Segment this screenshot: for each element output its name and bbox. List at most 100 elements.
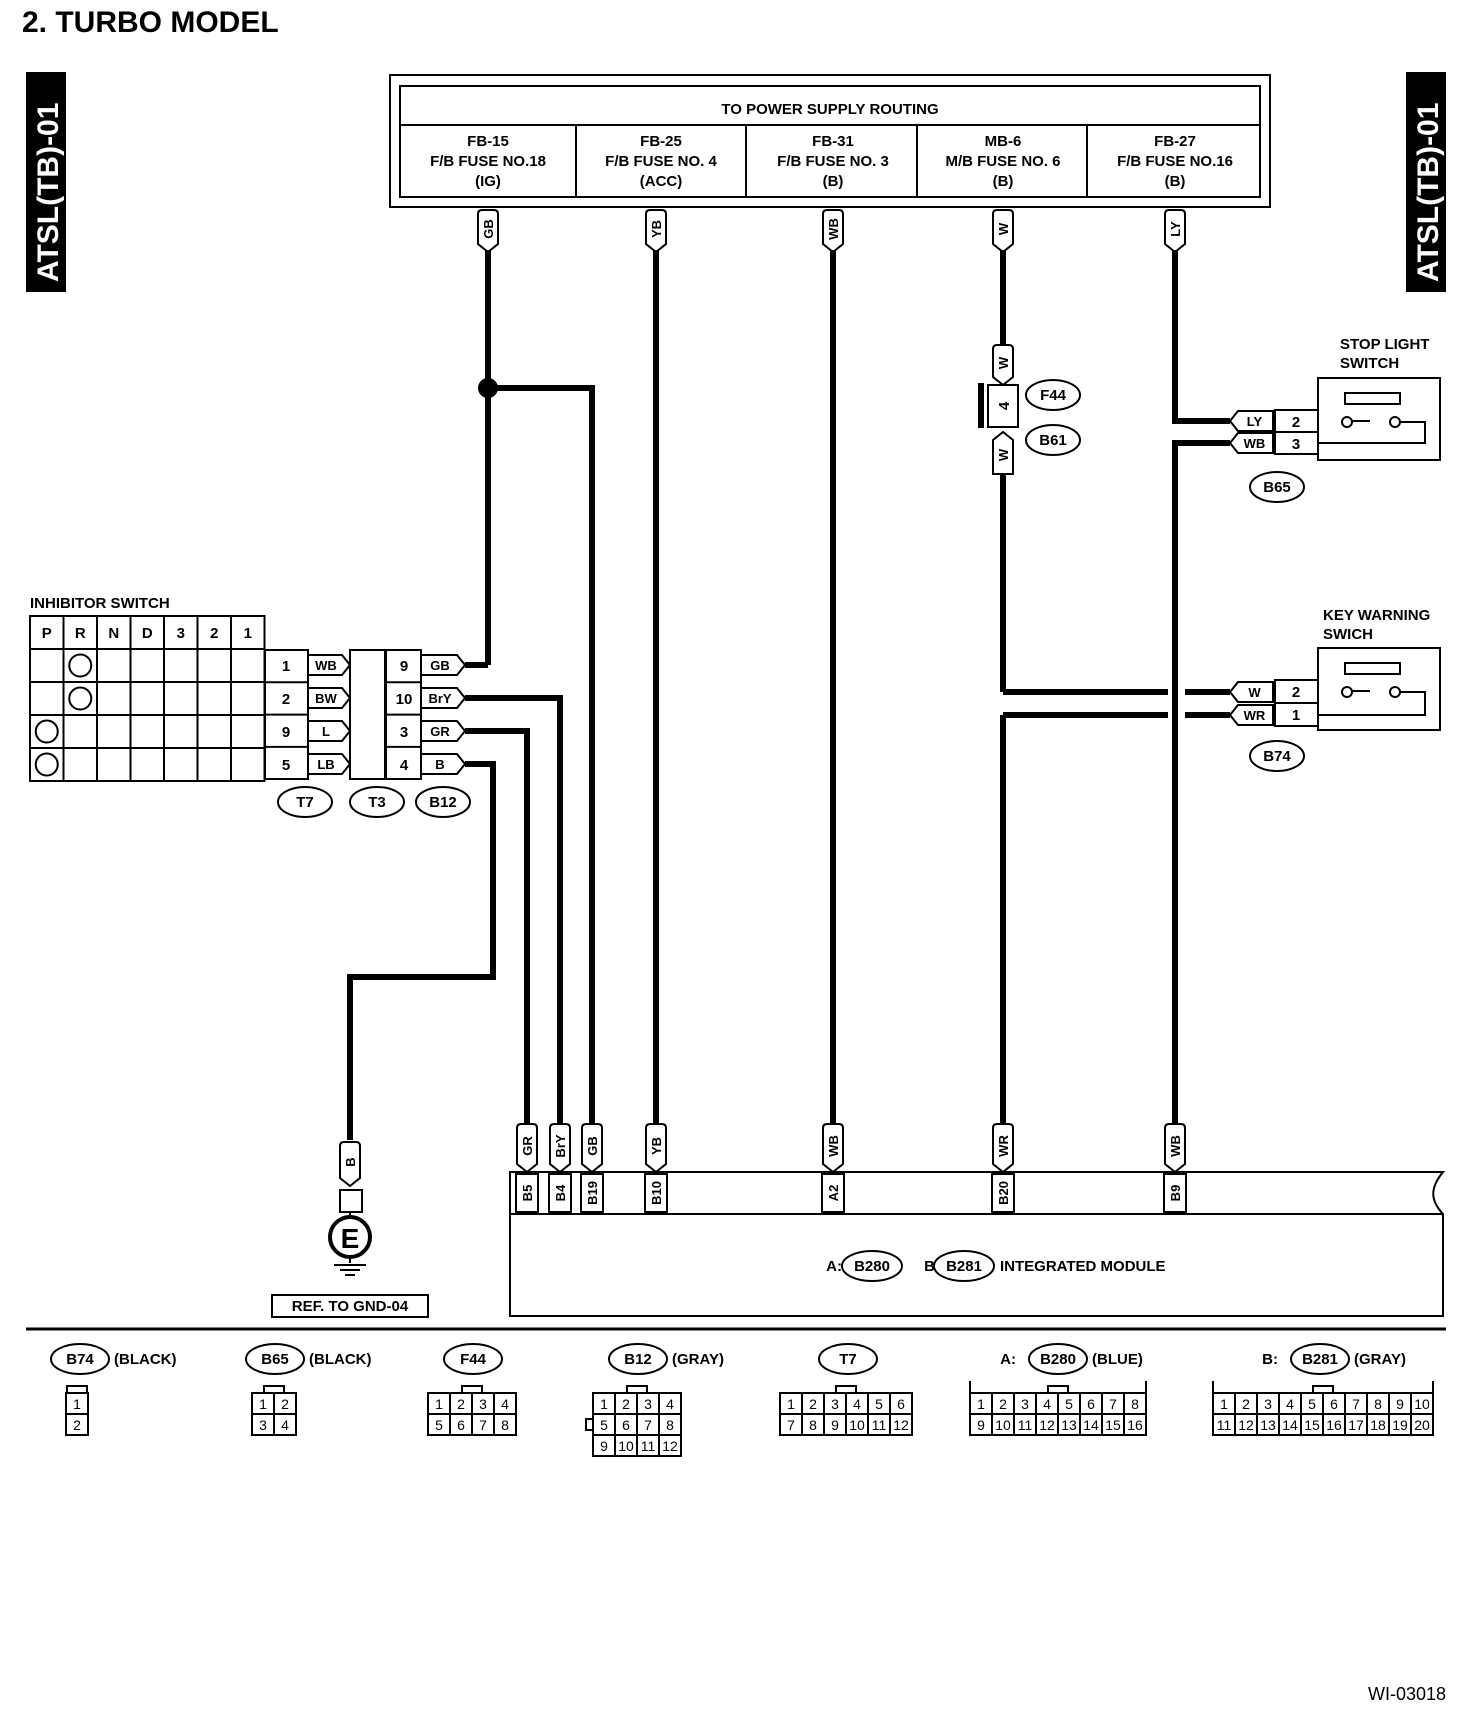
fuse-3: FB-31F/B FUSE NO. 3(B) xyxy=(777,133,889,190)
svg-text:5: 5 xyxy=(1065,1396,1073,1412)
svg-text:FB-15: FB-15 xyxy=(467,133,509,150)
svg-text:LB: LB xyxy=(317,757,334,772)
inhibitor-wire-tag-gr: GR xyxy=(420,720,467,742)
svg-text:1: 1 xyxy=(977,1396,985,1412)
inline-wire-tag-bottom: W xyxy=(992,430,1014,475)
svg-text:8: 8 xyxy=(809,1417,817,1433)
svg-text:(BLACK): (BLACK) xyxy=(309,1351,371,1368)
svg-text:1: 1 xyxy=(435,1396,443,1412)
svg-text:11: 11 xyxy=(1018,1417,1033,1433)
integrated-module: A: B: INTEGRATED MODULE xyxy=(509,1171,1446,1317)
svg-text:4: 4 xyxy=(853,1396,861,1412)
svg-text:3: 3 xyxy=(177,625,185,642)
svg-text:(GRAY): (GRAY) xyxy=(672,1351,724,1368)
svg-text:BrY: BrY xyxy=(553,1134,568,1157)
module-wire-tag-6: WR xyxy=(992,1123,1014,1174)
svg-text:1: 1 xyxy=(73,1396,81,1412)
svg-text:16: 16 xyxy=(1326,1417,1342,1433)
svg-text:WB: WB xyxy=(1168,1135,1183,1157)
svg-text:2: 2 xyxy=(210,625,218,642)
inhibitor-wire-tag-l: L xyxy=(307,720,352,742)
svg-text:4: 4 xyxy=(996,401,1013,410)
svg-text:9: 9 xyxy=(1396,1396,1404,1412)
svg-text:FB-31: FB-31 xyxy=(812,133,854,150)
svg-text:7: 7 xyxy=(644,1417,652,1433)
fuse-wire-tag-1: GB xyxy=(477,209,499,254)
ground-reference: REF. TO GND-04 xyxy=(292,1298,409,1315)
fuse-wire-tag-3: WB xyxy=(822,209,844,254)
svg-text:GB: GB xyxy=(585,1136,600,1156)
svg-text:B280: B280 xyxy=(1040,1351,1076,1368)
svg-text:D: D xyxy=(142,625,153,642)
svg-text:6: 6 xyxy=(1087,1396,1095,1412)
svg-text:15: 15 xyxy=(1304,1417,1320,1433)
figure-id: WI-03018 xyxy=(1368,1684,1446,1704)
stop-wire-tag-ly: LY xyxy=(1228,410,1274,432)
svg-text:BrY: BrY xyxy=(428,691,451,706)
module-terminal-b4: B4 xyxy=(548,1173,572,1213)
connector-id-b74: B74 xyxy=(1249,740,1305,772)
svg-text:(BLUE): (BLUE) xyxy=(1092,1351,1143,1368)
svg-text:8: 8 xyxy=(1374,1396,1382,1412)
inhibitor-wire-tag-gb: GB xyxy=(420,654,467,676)
side-tab-left: ATSL(TB)-01 xyxy=(26,72,66,292)
svg-text:17: 17 xyxy=(1348,1417,1364,1433)
svg-text:WR: WR xyxy=(1244,708,1266,723)
svg-text:B281: B281 xyxy=(946,1258,982,1275)
fuse-4: MB-6M/B FUSE NO. 6(B) xyxy=(945,133,1060,190)
svg-text:A:: A: xyxy=(826,1258,842,1275)
svg-text:2: 2 xyxy=(1292,684,1300,701)
legend-connector-id-b74: B74 xyxy=(50,1343,110,1375)
svg-text:WB: WB xyxy=(315,658,337,673)
svg-text:12: 12 xyxy=(662,1438,678,1454)
key-wire-tag-wr: WR xyxy=(1228,704,1274,726)
svg-text:GR: GR xyxy=(520,1136,535,1156)
svg-text:A:: A: xyxy=(1000,1351,1016,1368)
svg-text:2: 2 xyxy=(73,1417,81,1433)
svg-text:2: 2 xyxy=(281,1396,289,1412)
svg-text:6: 6 xyxy=(622,1417,630,1433)
svg-text:WB: WB xyxy=(826,218,841,240)
svg-text:BW: BW xyxy=(315,691,337,706)
svg-text:GB: GB xyxy=(481,219,496,239)
svg-text:(B): (B) xyxy=(993,173,1014,190)
svg-text:16: 16 xyxy=(1127,1417,1143,1433)
svg-text:R: R xyxy=(75,625,86,642)
svg-text:B74: B74 xyxy=(66,1351,94,1368)
svg-text:MB-6: MB-6 xyxy=(985,133,1022,150)
svg-text:YB: YB xyxy=(649,220,664,238)
svg-text:LY: LY xyxy=(1168,221,1183,237)
module-wire-tag-1: GR xyxy=(516,1123,538,1174)
inhibitor-wire-tag-wb: WB xyxy=(307,654,352,676)
svg-text:5: 5 xyxy=(282,757,290,774)
svg-text:F/B FUSE NO.18: F/B FUSE NO.18 xyxy=(430,153,546,170)
svg-text:(GRAY): (GRAY) xyxy=(1354,1351,1406,1368)
svg-text:1: 1 xyxy=(1292,707,1300,724)
fuse-wire-tag-2: YB xyxy=(645,209,667,254)
svg-text:B65: B65 xyxy=(261,1351,289,1368)
svg-text:20: 20 xyxy=(1414,1417,1430,1433)
svg-text:ATSL(TB)-01: ATSL(TB)-01 xyxy=(1412,103,1445,282)
svg-text:2: 2 xyxy=(1242,1396,1250,1412)
connector-id-f44: F44 xyxy=(1025,379,1081,411)
legend-connector-id-b280: B280 xyxy=(1028,1343,1088,1375)
connector-id-b65: B65 xyxy=(1249,471,1305,503)
svg-text:T3: T3 xyxy=(368,794,386,811)
stop-light-switch: STOP LIGHT SWITCH 2 3 xyxy=(1274,336,1441,461)
svg-text:3: 3 xyxy=(1292,436,1300,453)
module-wire-tag-3: GB xyxy=(581,1123,603,1174)
svg-text:3: 3 xyxy=(259,1417,267,1433)
module-terminal-b19: B19 xyxy=(580,1173,604,1213)
svg-text:WR: WR xyxy=(996,1135,1011,1157)
svg-text:12: 12 xyxy=(1039,1417,1055,1433)
svg-text:10: 10 xyxy=(995,1417,1011,1433)
svg-text:W: W xyxy=(996,448,1011,461)
svg-text:10: 10 xyxy=(618,1438,634,1454)
connector-id-b12: B12 xyxy=(415,786,471,818)
svg-text:1: 1 xyxy=(787,1396,795,1412)
svg-text:(B): (B) xyxy=(823,173,844,190)
module-terminal-b10: B10 xyxy=(644,1173,668,1213)
